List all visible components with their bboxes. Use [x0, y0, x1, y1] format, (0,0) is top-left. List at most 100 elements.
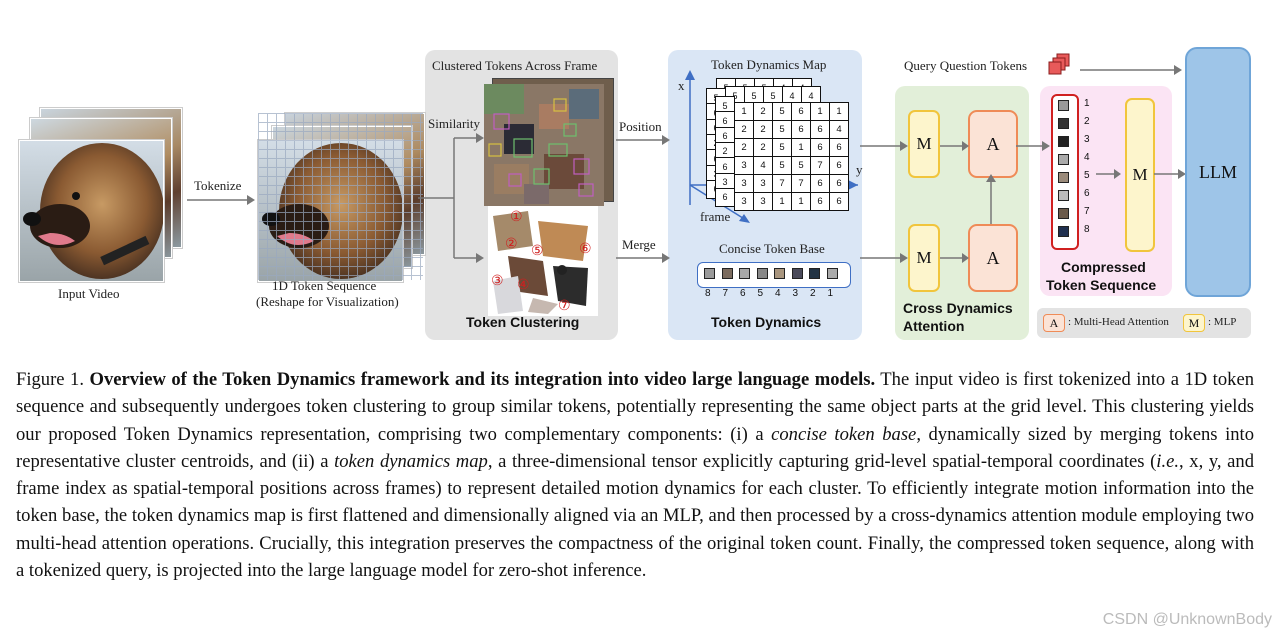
- dyn-map-back-layers: 555445662636555445662636: [706, 78, 826, 207]
- axis-y-label: y: [856, 162, 863, 177]
- compressed-token: [1058, 154, 1069, 165]
- cluster-id-6: ⑥: [579, 242, 592, 257]
- axis-frame-label: frame: [700, 209, 731, 224]
- attn-bottom: A: [968, 224, 1018, 292]
- dyn-map-cell: 1: [791, 192, 811, 211]
- dyn-map-back-cell: 4: [801, 86, 821, 105]
- dyn-map-cell: 3: [753, 192, 773, 211]
- dyn-map-cell: 5: [772, 138, 792, 157]
- into-cross-arrows: [860, 141, 908, 263]
- compressed-token-index: 3: [1084, 134, 1090, 145]
- compressed-title-2: Token Sequence: [1046, 277, 1157, 293]
- concise-token: [739, 268, 750, 279]
- caption-part-4: , x, y, and frame index as spatial-tempo…: [16, 450, 1255, 582]
- cluster-id-3: ③: [491, 274, 504, 289]
- concise-token-index: 8: [705, 288, 711, 299]
- concise-base-title: Concise Token Base: [719, 241, 825, 256]
- dyn-map-cell: 4: [829, 120, 849, 139]
- cross-dynamics-title-2: Attention: [903, 318, 965, 334]
- token-grid-overlay: [258, 113, 423, 280]
- branch-arrows: [418, 133, 484, 263]
- tokenize-arrow: [187, 195, 255, 205]
- concise-token-index: 1: [827, 288, 834, 299]
- concise-token: [826, 268, 838, 279]
- dyn-map-cell: 6: [810, 138, 830, 157]
- dyn-map-cell: 7: [791, 174, 811, 193]
- dyn-map-cell: 1: [810, 102, 830, 121]
- concise-token: [791, 268, 803, 279]
- clustered-title: Clustered Tokens Across Frame: [432, 58, 598, 73]
- concise-token-index: 2: [810, 288, 816, 299]
- concise-token: [756, 268, 768, 279]
- caption-italic-1: concise token base: [771, 423, 917, 445]
- similarity-label: Similarity: [428, 116, 480, 131]
- concise-token-index: 4: [775, 288, 781, 299]
- attn-top: A: [968, 110, 1018, 178]
- dyn-map-cell: 5: [772, 156, 792, 175]
- cross-dynamics-title-1: Cross Dynamics: [903, 300, 1013, 316]
- dyn-map-cell: 6: [791, 120, 811, 139]
- dyn-map-cell: 1: [734, 102, 754, 121]
- concise-token-index: 3: [792, 288, 799, 299]
- dyn-map-cell: 1: [791, 138, 811, 157]
- query-tokens-label: Query Question Tokens: [904, 58, 1028, 73]
- dyn-map-cell: 1: [829, 102, 849, 121]
- compressed-token-index: 4: [1084, 152, 1090, 163]
- concise-token-index: 5: [757, 288, 764, 299]
- token-seq-label-2: (Reshape for Visualization): [256, 294, 399, 309]
- dyn-map-cell: 6: [829, 138, 849, 157]
- compressed-token-index: 7: [1084, 206, 1090, 217]
- compressed-token-index: 6: [1084, 188, 1090, 199]
- dyn-map-cell: 6: [791, 102, 811, 121]
- mlp-compressed: M: [1125, 98, 1155, 252]
- caption-part-1: The input video is first tokenized into …: [16, 369, 1254, 445]
- cluster-id-5: ⑤: [531, 244, 544, 259]
- cluster-id-4: ④: [517, 278, 530, 293]
- clustered-token-map: [484, 84, 604, 206]
- cluster-id-7: ⑦: [558, 299, 571, 314]
- dyn-map-cell: 6: [829, 174, 849, 193]
- dyn-map-cell: 6: [810, 120, 830, 139]
- legend-mlp-text: : MLP: [1208, 316, 1237, 328]
- compressed-token: [1058, 100, 1069, 111]
- axis-x-label: x: [678, 78, 685, 93]
- dyn-map-cell: 5: [772, 102, 792, 121]
- cluster-id-1: ①: [510, 210, 523, 225]
- cross-internal-arrows: [940, 141, 1050, 263]
- watermark: CSDN @UnknownBody: [1102, 611, 1272, 628]
- compressed-token-index: 8: [1084, 224, 1090, 235]
- compressed-token-index: 1: [1084, 98, 1090, 109]
- figure-caption: Figure 1. Overview of the Token Dynamics…: [16, 366, 1254, 584]
- merge-label: Merge: [622, 237, 656, 252]
- mlp-top: M: [908, 110, 940, 178]
- dyn-map-cell: 3: [734, 174, 754, 193]
- dyn-map-cell: 5: [772, 120, 792, 139]
- query-tokens-icon: [1048, 53, 1070, 75]
- token-dynamics-title: Token Dynamics: [711, 314, 822, 330]
- dyn-map-back-cell: 6: [715, 187, 735, 207]
- caption-figure-number: Figure 1.: [16, 369, 84, 390]
- mlp-bottom: M: [908, 224, 940, 292]
- token-clustering-title: Token Clustering: [466, 314, 580, 330]
- position-merge-arrows: [616, 135, 670, 263]
- dyn-map-cell: 3: [734, 192, 754, 211]
- caption-title: Overview of the Token Dynamics framework…: [89, 369, 876, 390]
- legend-mlp-icon: M: [1183, 314, 1205, 332]
- position-label: Position: [619, 119, 662, 134]
- compressed-token: [1058, 190, 1069, 201]
- caption-italic-3: i.e.: [1156, 450, 1180, 472]
- dyn-map-cell: 5: [791, 156, 811, 175]
- concise-token: [809, 268, 820, 279]
- dyn-map-cell: 7: [772, 174, 792, 193]
- concise-token: [774, 268, 785, 279]
- dyn-map-cell: 2: [734, 138, 754, 157]
- dog-photo: [20, 141, 163, 281]
- video-frame-1: [19, 140, 164, 282]
- concise-token: [721, 268, 733, 279]
- caption-part-3: , a three-dimensional tensor explicitly …: [487, 450, 1157, 472]
- compressed-title-1: Compressed: [1061, 259, 1146, 275]
- caption-part-2: , dynamically sized by merging tokens in…: [16, 423, 1254, 472]
- compressed-token: [1058, 226, 1069, 237]
